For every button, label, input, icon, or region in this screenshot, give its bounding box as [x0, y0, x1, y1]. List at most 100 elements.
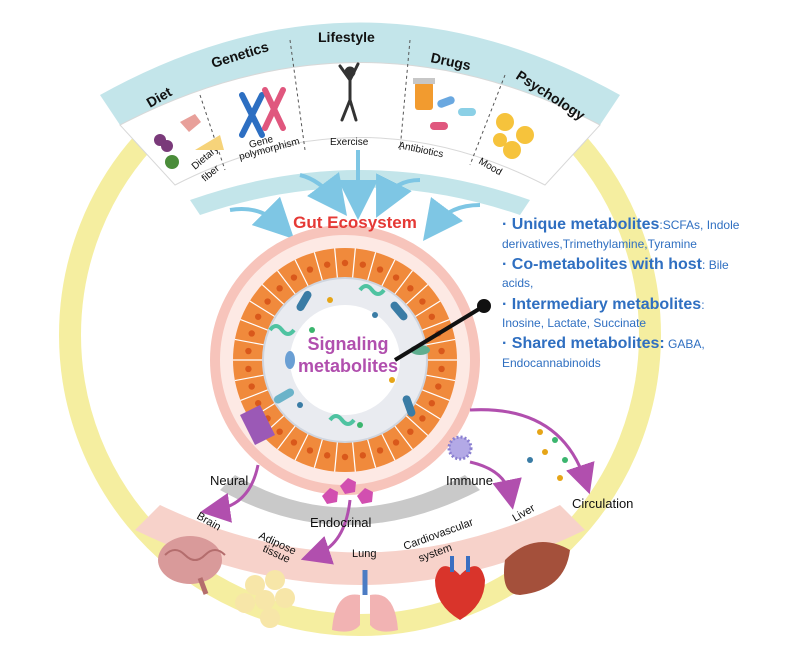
cell-nucleus: [245, 365, 252, 373]
metabolite-detail: Inosine, Lactate, Succinate: [502, 316, 647, 331]
mood-icon: [493, 113, 534, 159]
cell-border: [425, 338, 456, 346]
epithelial-cells: [233, 248, 457, 472]
signaling-label-2: metabolites: [298, 356, 398, 376]
cell-border: [294, 259, 309, 287]
cell-nucleus: [419, 298, 426, 305]
ecosystem-title: Gut Ecosystem: [293, 213, 417, 232]
cell-nucleus: [254, 400, 262, 407]
bullet: ·: [502, 216, 508, 233]
pointer-line: [393, 304, 486, 362]
cell-border: [393, 425, 413, 450]
cell-nucleus: [428, 400, 436, 407]
cell-border: [313, 252, 324, 282]
cell-border: [234, 374, 265, 382]
circulation-label: Circulation: [572, 496, 633, 511]
separator: :: [702, 257, 706, 272]
lung-icon: [332, 570, 398, 632]
metabolite-heading: Intermediary metabolites: [511, 295, 702, 313]
metabolite-heading: Shared metabolites:: [511, 335, 665, 353]
cell-nucleus: [248, 330, 255, 337]
lung-label: Lung: [352, 548, 376, 560]
factor-lifestyle: Lifestyle: [318, 29, 375, 45]
cell-border: [313, 438, 324, 468]
cell-border: [277, 425, 297, 450]
cell-nucleus: [438, 347, 445, 355]
metabolite-heading: Co-metabolites with host: [511, 255, 703, 273]
bullet: ·: [502, 255, 508, 273]
cell-border: [381, 259, 396, 287]
bullet: ·: [502, 335, 508, 353]
cell-nucleus: [376, 266, 384, 273]
neural-label: Neural: [210, 473, 248, 488]
cell-border: [277, 270, 297, 295]
cell-border: [334, 248, 339, 279]
pointer-dot: [477, 299, 491, 313]
cell-border: [405, 414, 429, 436]
organ-band: [135, 505, 585, 585]
cell-nucleus: [245, 347, 252, 355]
adipose-tissue-icon: [235, 570, 295, 628]
microbes: [268, 284, 430, 428]
cell-nucleus: [428, 313, 436, 320]
cell-nucleus: [392, 274, 400, 281]
cell-nucleus: [407, 428, 414, 435]
metabolite-heading: Unique metabolites: [511, 216, 660, 233]
metabolite-item: · Unique metabolites:SCFAs, Indole deriv…: [502, 214, 782, 252]
lumen-center: [290, 305, 400, 415]
cell-nucleus: [254, 313, 262, 320]
exercise-icon: [338, 62, 360, 122]
cell-nucleus: [306, 447, 314, 454]
separator: :: [659, 218, 663, 232]
cell-nucleus: [407, 285, 414, 292]
cell-border: [334, 441, 339, 472]
cell-nucleus: [392, 439, 400, 446]
cell-nucleus: [438, 365, 445, 373]
metabolite-list: · Unique metabolites:SCFAs, Indole deriv…: [502, 214, 782, 373]
cell-border: [381, 433, 396, 461]
cell-border: [249, 300, 276, 318]
factor-arrows: [229, 150, 481, 241]
cell-nucleus: [290, 274, 298, 281]
metabolite-detail: SCFAs, Indole: [662, 218, 740, 232]
cell-nucleus: [306, 266, 314, 273]
cell-border: [234, 338, 265, 346]
cell-nucleus: [323, 261, 331, 268]
factor-band: [100, 22, 620, 125]
cell-border: [294, 433, 309, 461]
cell-border: [351, 248, 356, 279]
exercise-label: Exercise: [330, 137, 369, 148]
metabolite-detail: Bile: [705, 257, 729, 272]
pathway-arrows: [200, 408, 595, 565]
cell-nucleus: [276, 428, 283, 435]
immune-cell-icon: [447, 435, 473, 461]
cell-border: [425, 374, 456, 382]
cell-border: [405, 284, 429, 306]
metabolite-detail: Endocannabinoids: [502, 355, 601, 370]
cell-border: [421, 389, 450, 402]
inflow-band: [190, 170, 530, 215]
cell-nucleus: [323, 452, 331, 459]
cell-nucleus: [276, 285, 283, 292]
cell-border: [366, 252, 377, 282]
cell-nucleus: [341, 453, 349, 461]
cell-nucleus: [376, 447, 384, 454]
cell-nucleus: [341, 259, 349, 267]
metabolite-detail: GABA,: [664, 337, 705, 352]
cell-nucleus: [290, 439, 298, 446]
cell-nucleus: [248, 383, 255, 390]
cell-nucleus: [264, 298, 271, 305]
metabolite-detail: derivatives,Trimethylamine,Tyramine: [502, 236, 697, 251]
cell-border: [366, 438, 377, 468]
neuron-icon: [240, 405, 275, 445]
cell-nucleus: [359, 452, 367, 459]
metabolite-item: · Intermediary metabolites: Inosine, Lac…: [502, 294, 782, 332]
cell-border: [261, 284, 285, 306]
chromosome-icon: [239, 87, 286, 138]
diet-icon: [154, 114, 224, 169]
endocrinal-label: Endocrinal: [310, 515, 372, 530]
cell-nucleus: [419, 415, 426, 422]
heart-icon: [435, 556, 485, 620]
bullet: ·: [502, 295, 508, 313]
